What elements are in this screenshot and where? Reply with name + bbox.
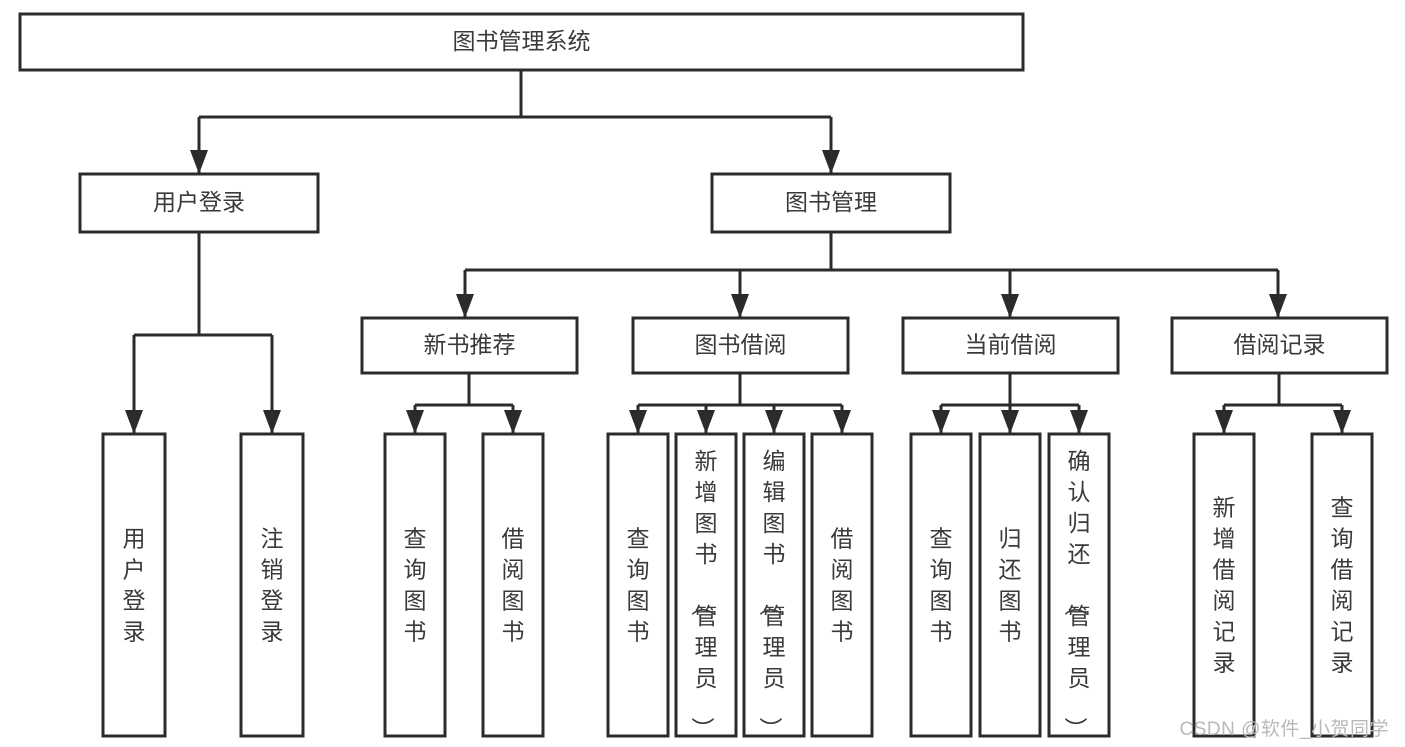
node-leaf-8[interactable]: 查询图书 — [909, 432, 973, 738]
edge-record-to-leaves — [1222, 373, 1344, 433]
node-rect[interactable] — [978, 432, 1042, 738]
node-rect[interactable] — [78, 172, 320, 234]
node-label: 编辑图书（管理员） — [758, 448, 786, 740]
node-layer: 图书管理系统用户登录图书管理新书推荐图书借阅当前借阅借阅记录用户登录注销登录查询… — [18, 12, 1389, 740]
node-label: 用户登录 — [123, 526, 146, 645]
node-rect[interactable] — [1170, 316, 1389, 375]
node-rect[interactable] — [909, 432, 973, 738]
node-rect[interactable] — [710, 172, 952, 234]
node-leaf-7[interactable]: 借阅图书 — [810, 432, 874, 738]
node-level2-1[interactable]: 图书管理 — [710, 172, 952, 234]
node-leaf-12[interactable]: 查询借阅记录 — [1310, 432, 1374, 738]
node-rect[interactable] — [383, 432, 447, 738]
node-rect[interactable] — [1047, 432, 1111, 738]
node-level3-1[interactable]: 图书借阅 — [631, 316, 850, 375]
node-rect[interactable] — [481, 432, 545, 738]
node-level3-0[interactable]: 新书推荐 — [360, 316, 579, 375]
node-label: 确认归还（管理员） — [1063, 448, 1091, 740]
node-leaf-2[interactable]: 查询图书 — [383, 432, 447, 738]
node-label: 查询图书 — [404, 526, 427, 645]
node-label: 查询图书 — [627, 526, 650, 645]
edge-newbook-to-leaves — [413, 373, 515, 433]
node-rect[interactable] — [674, 432, 738, 738]
node-rect[interactable] — [606, 432, 670, 738]
node-level2-0[interactable]: 用户登录 — [78, 172, 320, 234]
node-label: 新增图书（管理员） — [690, 448, 718, 740]
node-label: 注销登录 — [261, 526, 284, 645]
edge-userlogin-to-leaves — [132, 232, 274, 433]
node-rect[interactable] — [101, 432, 167, 738]
node-root-system[interactable]: 图书管理系统 — [18, 12, 1025, 72]
node-label: 归还图书 — [999, 526, 1022, 645]
node-label: 借阅图书 — [831, 526, 854, 645]
node-level3-2[interactable]: 当前借阅 — [901, 316, 1120, 375]
connector-layer — [125, 70, 1351, 434]
node-label: 新书推荐 — [424, 332, 516, 358]
node-leaf-1[interactable]: 注销登录 — [239, 432, 305, 738]
node-label: 用户登录 — [153, 189, 245, 215]
node-label: 借阅记录 — [1234, 332, 1326, 358]
node-leaf-6[interactable]: 编辑图书（管理员） — [742, 432, 806, 740]
node-rect[interactable] — [1192, 432, 1256, 738]
node-label: 当前借阅 — [965, 332, 1057, 358]
node-label: 借阅图书 — [502, 526, 525, 645]
edge-bookmgmt-to-level3 — [463, 232, 1280, 317]
node-rect[interactable] — [631, 316, 850, 375]
node-label: 图书管理系统 — [453, 28, 591, 54]
edge-borrow-to-leaves — [636, 373, 844, 433]
node-label: 查询图书 — [930, 526, 953, 645]
node-label: 图书管理 — [785, 189, 877, 215]
node-leaf-9[interactable]: 归还图书 — [978, 432, 1042, 738]
node-leaf-4[interactable]: 查询图书 — [606, 432, 670, 738]
node-leaf-11[interactable]: 新增借阅记录 — [1192, 432, 1256, 738]
node-rect[interactable] — [901, 316, 1120, 375]
node-leaf-10[interactable]: 确认归还（管理员） — [1047, 432, 1111, 740]
node-rect[interactable] — [810, 432, 874, 738]
node-leaf-3[interactable]: 借阅图书 — [481, 432, 545, 738]
node-label: 图书借阅 — [695, 332, 787, 358]
node-rect[interactable] — [360, 316, 579, 375]
node-rect[interactable] — [742, 432, 806, 738]
node-rect[interactable] — [239, 432, 305, 738]
node-leaf-5[interactable]: 新增图书（管理员） — [674, 432, 738, 740]
edge-root-to-level2 — [197, 70, 833, 173]
node-label: 新增借阅记录 — [1213, 495, 1236, 676]
node-level3-3[interactable]: 借阅记录 — [1170, 316, 1389, 375]
node-leaf-0[interactable]: 用户登录 — [101, 432, 167, 738]
node-label: 查询借阅记录 — [1331, 495, 1354, 676]
node-rect[interactable] — [1310, 432, 1374, 738]
node-rect[interactable] — [18, 12, 1025, 72]
